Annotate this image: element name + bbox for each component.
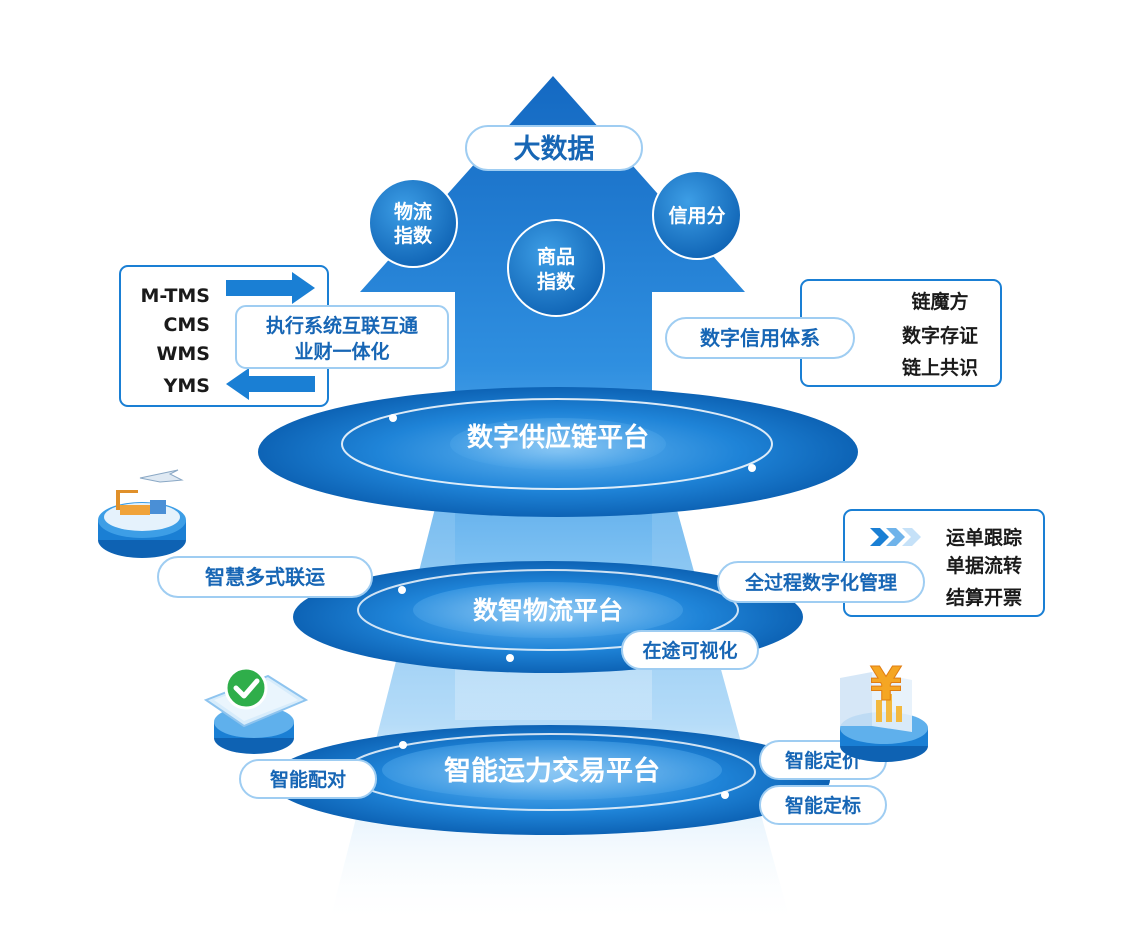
credit-score-label: 信用分 [668, 204, 725, 227]
tag-matching-label: 智能配对 [270, 768, 346, 791]
credit-item-3: 链上共识 [902, 356, 978, 379]
digital-credit-label: 数字信用体系 [700, 326, 820, 350]
commodity-index-line2: 指数 [537, 270, 576, 293]
right-process-box: 运单跟踪 单据流转 结算开票 全过程数字化管理 [717, 509, 1045, 617]
process-item-2: 单据流转 [946, 554, 1022, 577]
yuan-icon: ¥ [870, 657, 902, 711]
arrow-right-icon [226, 272, 315, 304]
platform-1: 数字供应链平台 [258, 387, 858, 517]
credit-item-2: 数字存证 [902, 324, 978, 347]
platform-1-name: 数字供应链平台 [467, 422, 649, 453]
process-item-3: 结算开票 [946, 586, 1022, 609]
system-cms: CMS [163, 314, 210, 336]
tag-pricing-label: 智能定价 [785, 749, 862, 772]
check-icon [233, 678, 260, 699]
system-yms: YMS [163, 375, 210, 397]
process-item-1: 运单跟踪 [946, 526, 1022, 549]
commodity-index-line1: 商品 [537, 245, 575, 268]
logistics-index-line1: 物流 [394, 200, 432, 223]
tag-matching: 智能配对 [239, 759, 377, 799]
logistics-index-line2: 指数 [394, 224, 433, 247]
right-credit-box: 链魔方 数字存证 链上共识 数字信用体系 [665, 279, 1002, 387]
tag-in-transit-label: 在途可视化 [642, 639, 737, 662]
phone-check-illustration [203, 666, 309, 754]
credit-item-1: 链魔方 [911, 290, 968, 313]
tag-multimodal: 智慧多式联运 [157, 556, 373, 598]
left-systems-box: M-TMS CMS WMS YMS 执行系统互联互通 业财一体化 [119, 265, 449, 407]
system-mtms: M-TMS [140, 285, 210, 307]
chevrons-icon [870, 528, 921, 546]
integration-label-line1: 执行系统互联互通 [266, 314, 419, 337]
commodity-index-circle: 商品 指数 [507, 219, 605, 317]
system-wms: WMS [156, 343, 210, 365]
tag-bidding-label: 智能定标 [785, 794, 861, 817]
arrow-left-icon [226, 368, 315, 400]
big-data-pill: 大数据 [465, 125, 643, 171]
multimodal-port-illustration [98, 469, 186, 558]
platform-3-name: 智能运力交易平台 [444, 755, 660, 787]
tag-in-transit: 在途可视化 [621, 630, 759, 670]
logistics-index-circle: 物流 指数 [368, 178, 458, 268]
platform-2-name: 数智物流平台 [473, 596, 623, 625]
tag-bidding: 智能定标 [759, 785, 887, 825]
integration-label-line2: 业财一体化 [294, 340, 389, 363]
full-process-label: 全过程数字化管理 [744, 571, 897, 594]
tag-multimodal-label: 智慧多式联运 [205, 565, 325, 589]
pricing-yuan-illustration: ¥ [840, 657, 928, 762]
credit-score-circle: 信用分 [652, 170, 742, 260]
big-data-label: 大数据 [514, 134, 595, 165]
